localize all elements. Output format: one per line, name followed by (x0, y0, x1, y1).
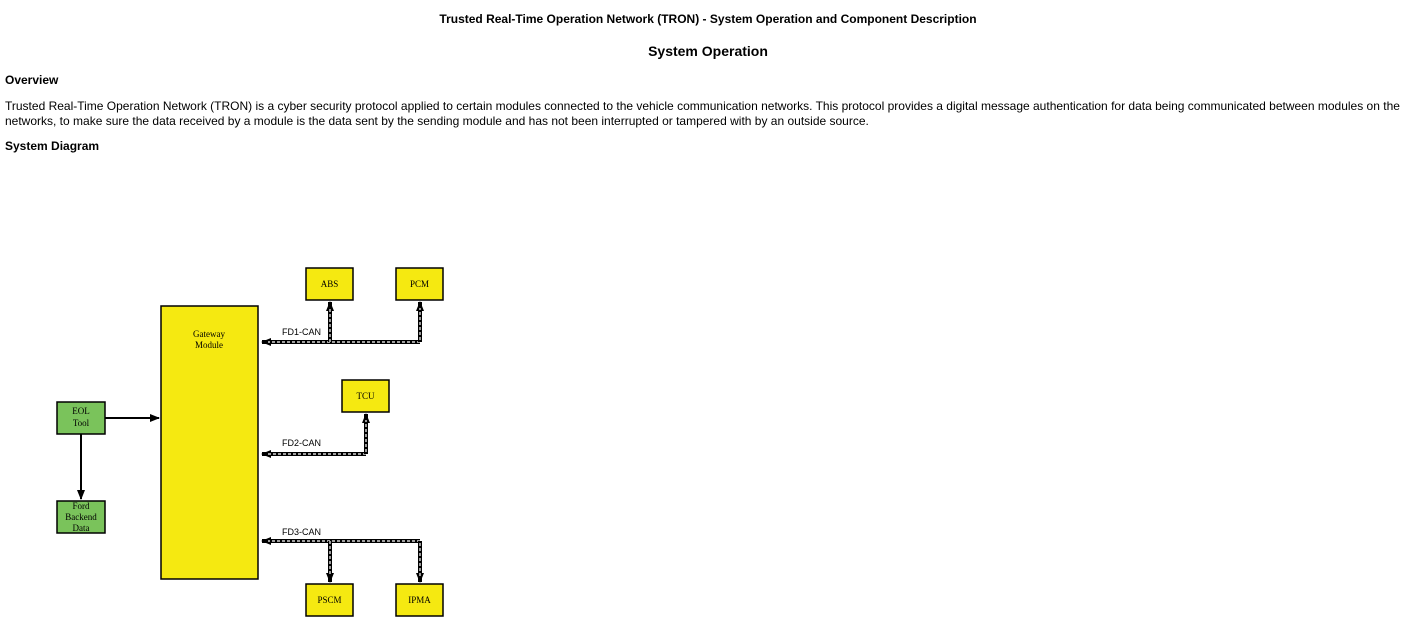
pcm-module-box (395, 267, 444, 301)
ipma-module-label: IPMA (408, 595, 431, 605)
eol-tool: EOL Tool (56, 401, 106, 435)
gateway-module-label-line1: Gateway (193, 329, 225, 339)
tcu-module: TCU (341, 379, 390, 413)
document-title: Trusted Real-Time Operation Network (TRO… (439, 12, 977, 26)
eol-tool-label-line1: EOL (72, 406, 90, 416)
tcu-module-box (341, 379, 390, 413)
ford-backend-data-label-line3: Data (73, 523, 90, 533)
ford-backend-data-label-line1: Ford (72, 501, 90, 511)
ford-backend-data: Ford Backend Data (56, 500, 106, 534)
eol-tool-box (56, 401, 106, 435)
fd3-can-bus: FD3-CAN (261, 527, 424, 583)
abs-module-box (305, 267, 354, 301)
fd2-can-label: FD2-CAN (282, 438, 321, 448)
pcm-module-label: PCM (410, 279, 429, 289)
fd1-can-bus: FD1-CAN (261, 301, 424, 346)
gateway-module-box (160, 305, 259, 580)
pcm-module: PCM (395, 267, 444, 301)
gateway-module-label-line2: Module (195, 340, 223, 350)
ford-backend-data-box (56, 500, 106, 534)
section-title: System Operation (648, 43, 768, 59)
pscm-module: PSCM (305, 583, 354, 617)
abs-module-label: ABS (321, 279, 339, 289)
fd1-can-label: FD1-CAN (282, 327, 321, 337)
overview-paragraph: Trusted Real-Time Operation Network (TRO… (5, 99, 1400, 128)
fd2-can-bus: FD2-CAN (261, 413, 370, 458)
abs-module: ABS (305, 267, 354, 301)
pscm-module-box (305, 583, 354, 617)
tcu-module-label: TCU (357, 391, 376, 401)
ford-backend-data-label-line2: Backend (65, 512, 97, 522)
pscm-module-label: PSCM (317, 595, 341, 605)
gateway-module: Gateway Module (160, 305, 259, 580)
fd3-can-label: FD3-CAN (282, 527, 321, 537)
overview-heading: Overview (5, 73, 59, 87)
system-diagram-heading: System Diagram (5, 139, 100, 153)
eol-tool-label-line2: Tool (73, 418, 90, 428)
ipma-module-box (395, 583, 444, 617)
ipma-module: IPMA (395, 583, 444, 617)
